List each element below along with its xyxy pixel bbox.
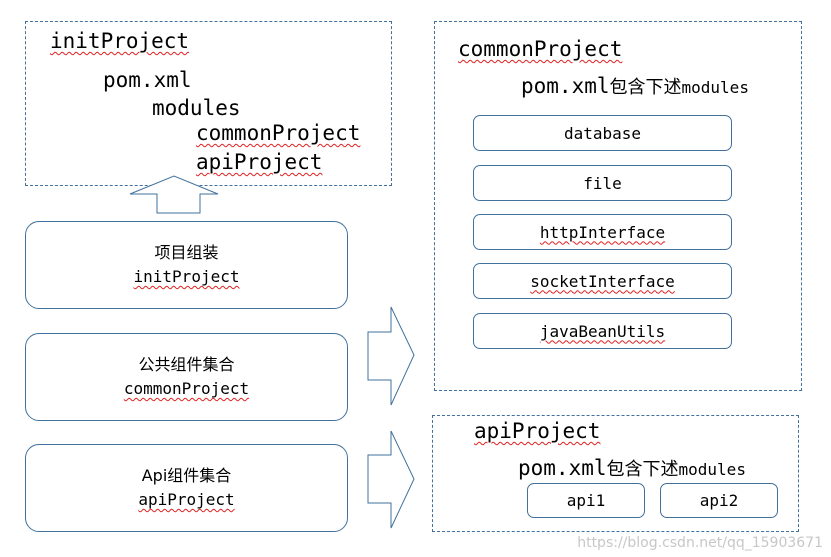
api-pom-suffix: 包含下述 [606, 459, 679, 480]
common-project-title: commonProject [458, 37, 623, 61]
init-pom-label: pom.xml [103, 68, 192, 92]
module-api1-label: api1 [566, 491, 606, 510]
common-pom-line: pom.xml包含下述modules [521, 73, 749, 99]
module-http-interface: httpInterface [473, 214, 732, 250]
module-socket-interface-label: socketInterface [530, 271, 675, 291]
module-api1: api1 [527, 483, 645, 518]
watermark: https://blog.csdn.net/qq_15903671 [577, 535, 823, 551]
module-file: file [473, 165, 732, 201]
module-api2: api2 [660, 483, 778, 518]
api-project-title: apiProject [474, 419, 601, 443]
node-init-project-title: 项目组装 [154, 243, 219, 262]
module-database-label: database [563, 123, 642, 143]
init-modules-label: modules [152, 96, 241, 120]
node-api-project-title: Api组件集合 [141, 466, 232, 485]
common-pom-prefix: pom.xml [521, 74, 610, 98]
api-pom-prefix: pom.xml [518, 456, 607, 480]
common-pom-tail: modules [681, 78, 749, 97]
node-common-project-name: commonProject [123, 379, 250, 398]
module-database: database [473, 115, 732, 151]
common-project-box [434, 21, 802, 391]
node-common-project: 公共组件集合 commonProject [25, 333, 348, 421]
api-project-box [432, 415, 799, 532]
init-module-api: apiProject [196, 150, 323, 174]
module-socket-interface: socketInterface [473, 263, 732, 299]
api-pom-tail: modules [678, 460, 746, 479]
module-file-label: file [583, 173, 622, 193]
node-api-project-name: apiProject [138, 490, 235, 509]
node-init-project: 项目组装 initProject [25, 221, 348, 309]
node-init-project-name: initProject [133, 267, 240, 286]
module-java-bean-utils: javaBeanUtils [473, 313, 732, 349]
module-api2-label: api2 [699, 491, 739, 510]
api-pom-line: pom.xml包含下述modules [518, 455, 746, 481]
init-project-title: initProject [50, 29, 190, 53]
module-java-bean-utils-label: javaBeanUtils [539, 321, 666, 341]
node-common-project-title: 公共组件集合 [138, 355, 235, 374]
init-module-common: commonProject [196, 121, 361, 145]
module-http-interface-label: httpInterface [539, 222, 666, 242]
init-project-box [25, 21, 392, 186]
node-api-project: Api组件集合 apiProject [25, 444, 348, 532]
common-pom-suffix: 包含下述 [609, 77, 682, 98]
